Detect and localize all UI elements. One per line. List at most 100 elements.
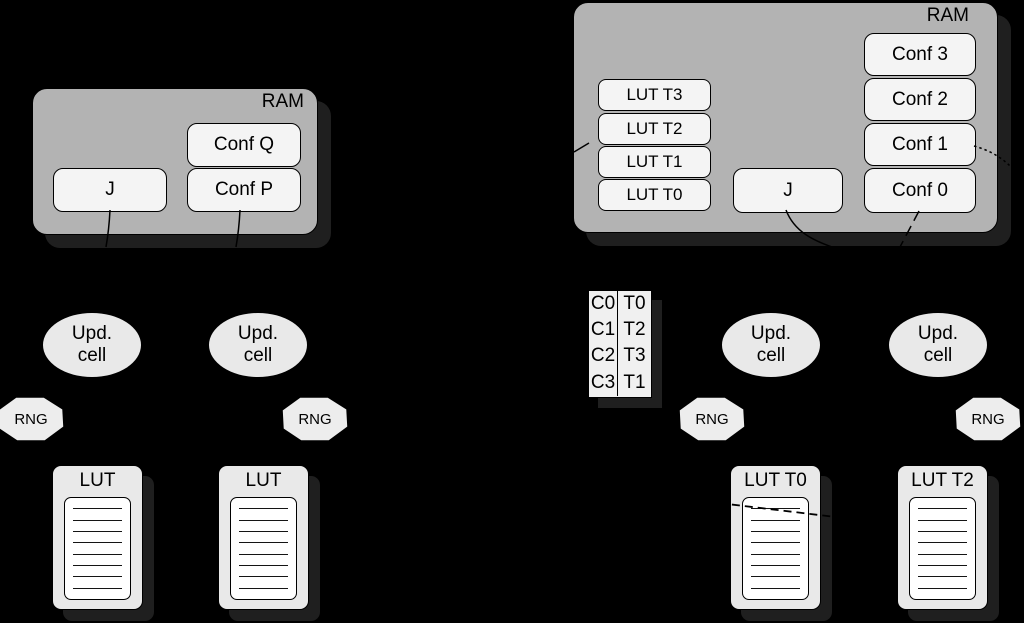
lut-row-line bbox=[239, 553, 288, 555]
lut-row-line bbox=[239, 530, 288, 532]
lut-row-line bbox=[239, 508, 288, 510]
mapping-row: C1 T2 bbox=[589, 317, 651, 344]
octagon-shape bbox=[281, 396, 349, 442]
lut-row-line bbox=[239, 542, 288, 544]
lut-table-page bbox=[64, 497, 131, 600]
lut-card-t0: LUT T0 bbox=[730, 465, 821, 610]
lut-row-line bbox=[751, 542, 800, 544]
update-cell-4: Upd. cell bbox=[888, 312, 988, 378]
mapping-row: C2 T3 bbox=[589, 343, 651, 370]
lut-row-line bbox=[751, 553, 800, 555]
lut-t1-label: LUT T1 bbox=[626, 152, 683, 171]
update-cell-1: Upd. cell bbox=[42, 312, 142, 378]
lut-table-page bbox=[909, 497, 976, 600]
conf-3-label: Conf 3 bbox=[892, 43, 948, 65]
lut-row-line bbox=[751, 564, 800, 566]
lut-card-title: LUT T0 bbox=[744, 470, 807, 491]
lut-row-line bbox=[73, 564, 122, 566]
context-cell: C0 bbox=[590, 293, 616, 314]
left-ram-title: RAM bbox=[261, 91, 304, 112]
lut-row-line bbox=[751, 519, 800, 521]
lut-card-2: LUT bbox=[218, 465, 309, 610]
octagon-shape bbox=[678, 396, 746, 442]
update-cell-label-line1: Upd. bbox=[237, 323, 279, 344]
task-cell: T2 bbox=[617, 317, 651, 344]
lut-row-line bbox=[751, 587, 800, 589]
lut-row-line bbox=[239, 576, 288, 578]
lut-row-line bbox=[918, 564, 967, 566]
lut-row-line bbox=[751, 576, 800, 578]
rng-label: RNG bbox=[971, 410, 1005, 428]
rng-node-1: RNG bbox=[0, 396, 65, 442]
mapping-row: C3 T1 bbox=[589, 369, 651, 396]
lut-row-line bbox=[73, 553, 122, 555]
update-cell-label-line2: cell bbox=[243, 345, 273, 366]
lut-row-line bbox=[73, 530, 122, 532]
ram-lut-slot-t3: LUT T3 bbox=[598, 79, 711, 111]
lut-t3-label: LUT T3 bbox=[626, 85, 683, 104]
lut-table-page bbox=[742, 497, 809, 600]
right-ram-j-box: J bbox=[733, 168, 843, 213]
conf-1-label: Conf 1 bbox=[892, 133, 948, 155]
task-cell: T1 bbox=[617, 369, 651, 396]
rng-label: RNG bbox=[298, 410, 332, 428]
lut-table-page bbox=[230, 497, 297, 600]
lut-row-line bbox=[73, 519, 122, 521]
lut-row-line bbox=[918, 576, 967, 578]
mapping-row: C0 T0 bbox=[589, 291, 651, 318]
lut-card-title: LUT bbox=[79, 470, 116, 491]
lut-row-line bbox=[918, 553, 967, 555]
conf-0-label: Conf 0 bbox=[892, 179, 948, 201]
lut-row-line bbox=[73, 508, 122, 510]
lut-t0-label: LUT T0 bbox=[626, 185, 683, 204]
task-cell: T0 bbox=[617, 291, 651, 318]
lut-row-line bbox=[751, 508, 800, 510]
lut-card-title: LUT bbox=[245, 470, 282, 491]
lut-row-line bbox=[73, 576, 122, 578]
lut-t2-label: LUT T2 bbox=[626, 119, 683, 138]
lut-row-line bbox=[918, 508, 967, 510]
lut-row-line bbox=[239, 564, 288, 566]
octagon-shape bbox=[954, 396, 1022, 442]
left-ram-conf-q-box: Conf Q bbox=[187, 123, 301, 167]
lut-row-line bbox=[918, 542, 967, 544]
update-cell-2: Upd. cell bbox=[208, 312, 308, 378]
ram-conf-slot-1: Conf 1 bbox=[864, 123, 976, 166]
conf-2-label: Conf 2 bbox=[892, 88, 948, 110]
lut-row-line bbox=[73, 542, 122, 544]
ram-conf-slot-3: Conf 3 bbox=[864, 33, 976, 76]
left-ram-j-box: J bbox=[53, 168, 167, 212]
lut-row-line bbox=[73, 587, 122, 589]
rng-label: RNG bbox=[14, 410, 48, 428]
lut-row-line bbox=[918, 530, 967, 532]
rng-node-3: RNG bbox=[678, 396, 746, 442]
lut-card-title: LUT T2 bbox=[911, 470, 974, 491]
lut-row-line bbox=[239, 587, 288, 589]
left-ram-conf-p-box: Conf P bbox=[187, 168, 301, 212]
ram-lut-slot-t0: LUT T0 bbox=[598, 179, 711, 211]
lut-card-t2: LUT T2 bbox=[897, 465, 988, 610]
lut-row-line bbox=[918, 519, 967, 521]
octagon-shape bbox=[0, 396, 65, 442]
ram-conf-slot-2: Conf 2 bbox=[864, 78, 976, 121]
j-label: J bbox=[783, 179, 793, 201]
task-cell: T3 bbox=[617, 343, 651, 370]
lut-row-line bbox=[751, 530, 800, 532]
context-cell: C3 bbox=[590, 371, 616, 393]
context-task-mapping-table: C0 T0 C1 T2 C2 T3 C3 T1 bbox=[588, 290, 652, 398]
ram-conf-slot-0: Conf 0 bbox=[864, 168, 976, 213]
ram-lut-slot-t2: LUT T2 bbox=[598, 113, 711, 145]
update-cell-label-line1: Upd. bbox=[71, 323, 113, 344]
update-cell-3: Upd. cell bbox=[721, 312, 821, 378]
rng-node-2: RNG bbox=[281, 396, 349, 442]
update-cell-label-line1: Upd. bbox=[750, 323, 792, 344]
j-label: J bbox=[105, 179, 115, 200]
update-cell-label-line1: Upd. bbox=[917, 323, 959, 344]
right-ram-title: RAM bbox=[926, 5, 969, 26]
rng-node-4: RNG bbox=[954, 396, 1022, 442]
conf-p-label: Conf P bbox=[214, 179, 274, 200]
rng-label: RNG bbox=[695, 410, 729, 428]
update-cell-label-line2: cell bbox=[923, 345, 953, 366]
lut-card-1: LUT bbox=[52, 465, 143, 610]
